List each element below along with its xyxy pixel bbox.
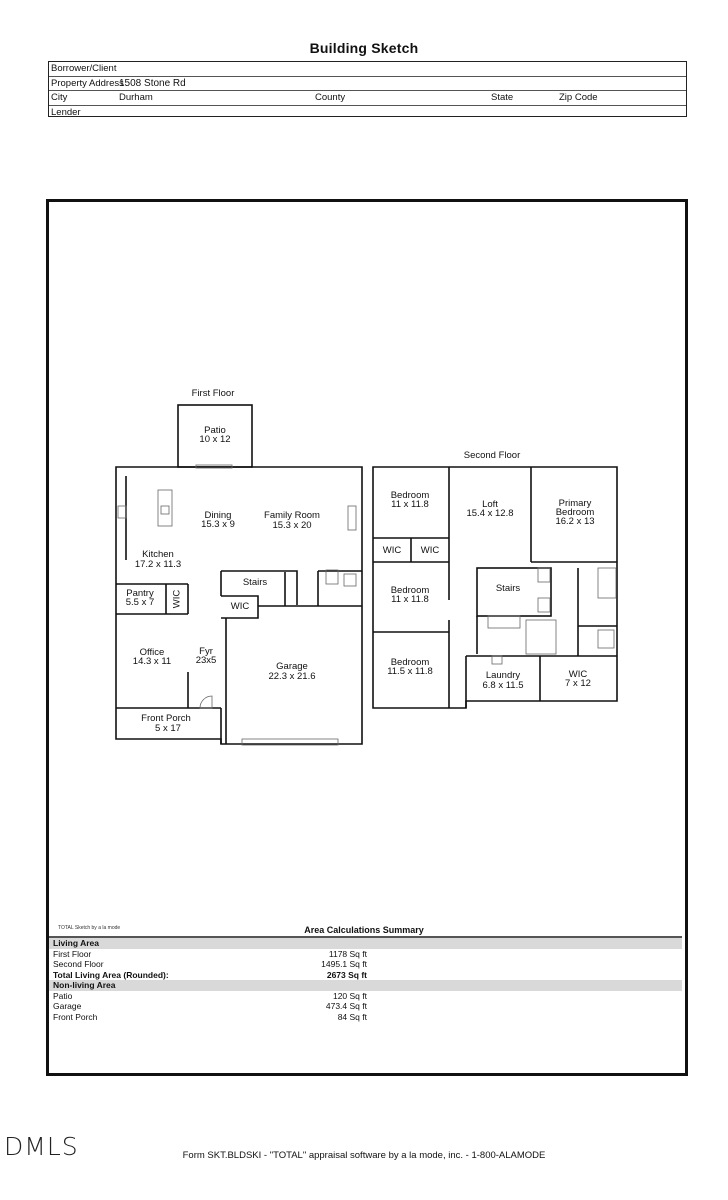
garage-name: Garage — [276, 661, 308, 672]
row-value: 1178 Sq ft — [328, 948, 367, 959]
form-footer: Form SKT.BLDSKI - "TOTAL" appraisal soft… — [182, 1150, 546, 1161]
family-room-dims: 15.3 x 20 — [272, 520, 311, 531]
bedroom-3-name: Bedroom — [391, 657, 430, 668]
row-label: Front Porch — [53, 1011, 98, 1022]
table-row-total: Total Living Area (Rounded): 2673 Sq ft — [49, 970, 682, 981]
city-value: Durham — [119, 92, 153, 103]
stairs-2-name: Stairs — [496, 583, 521, 594]
row-value: 120 Sq ft — [332, 990, 367, 1001]
front-porch-dims: 5 x 17 — [155, 723, 181, 734]
dining-dims: 15.3 x 9 — [201, 519, 235, 530]
bedroom-1-name: Bedroom — [391, 490, 430, 501]
second-floor-title: Second Floor — [464, 450, 521, 461]
table-row: Garage 473.4 Sq ft — [49, 1001, 682, 1012]
first-floor-walls — [115, 404, 363, 745]
borrower-row: Borrower/Client — [49, 62, 686, 77]
property-header: Borrower/Client Property Address 1508 St… — [48, 61, 687, 120]
row-label: First Floor — [53, 948, 92, 959]
front-porch-name: Front Porch — [141, 713, 191, 724]
patio-name: Patio — [204, 425, 226, 436]
address-value: 1508 Stone Rd — [119, 77, 186, 89]
loft-dims: 15.4 x 12.8 — [466, 508, 513, 519]
table-row: Front Porch 84 Sq ft — [49, 1012, 682, 1023]
pantry-dims: 5.5 x 7 — [126, 597, 155, 608]
sketch-frame — [46, 199, 688, 1076]
area-summary-table: Living Area First Floor 1178 Sq ft Secon… — [49, 936, 682, 1022]
zip-label: Zip Code — [559, 92, 598, 103]
bedroom-1-dims: 11 x 11.8 — [391, 499, 429, 510]
row-value: 473.4 Sq ft — [325, 1001, 367, 1011]
non-living-area-heading: Non-living Area — [49, 980, 682, 991]
table-row: First Floor 1178 Sq ft — [49, 949, 682, 960]
address-row: Property Address 1508 Stone Rd — [49, 77, 686, 91]
kitchen-name: Kitchen — [142, 549, 174, 560]
dmls-logo: DMLS — [4, 1132, 79, 1161]
wic-closet-label-1: WIC — [172, 590, 183, 609]
primary-bedroom-name-2: Bedroom — [556, 507, 595, 518]
foyer-dims: 23x5 — [196, 655, 217, 666]
row-label: Patio — [53, 990, 73, 1001]
lender-row: Lender — [49, 106, 686, 120]
first-floor-fixtures — [117, 464, 357, 746]
wic-closet-label-4: WIC — [421, 545, 440, 556]
first-floor-labels: First Floor Patio 10 x 12 Dining 15.3 x … — [126, 388, 320, 734]
lender-label: Lender — [51, 106, 81, 118]
row-label: Total Living Area (Rounded): — [53, 969, 169, 980]
wic-closet-label-2: WIC — [231, 601, 250, 612]
laundry-name: Laundry — [486, 670, 521, 681]
kitchen-dims: 17.2 x 11.3 — [135, 559, 181, 570]
patio-dims: 10 x 12 — [199, 434, 230, 445]
second-floor-labels: Second Floor Bedroom 11 x 11.8 Loft 15.4… — [383, 450, 595, 691]
borrower-label: Borrower/Client — [51, 63, 117, 74]
first-floor-title: First Floor — [192, 388, 235, 399]
living-area-heading: Living Area — [49, 936, 682, 949]
city-label: City — [51, 92, 68, 103]
wic-closet-label-3: WIC — [383, 545, 402, 556]
bedroom-3-dims: 11.5 x 11.8 — [387, 666, 433, 677]
garage-dims: 22.3 x 21.6 — [268, 671, 315, 682]
dining-name: Dining — [205, 510, 232, 521]
wic-dims: 7 x 12 — [565, 678, 591, 689]
table-row: Patio 120 Sq ft — [49, 991, 682, 1002]
sketch-tag: TOTAL Sketch by a la mode — [58, 925, 121, 931]
address-label: Property Address — [51, 77, 124, 89]
primary-bedroom-name-1: Primary — [559, 498, 592, 509]
loft-name: Loft — [482, 499, 498, 510]
office-name: Office — [140, 647, 165, 658]
pantry-name: Pantry — [126, 588, 154, 599]
city-row: City Durham County State Zip Code — [49, 91, 686, 106]
county-label: County — [315, 92, 346, 103]
row-value: 2673 Sq ft — [326, 969, 367, 980]
bedroom-2-dims: 11 x 11.8 — [391, 594, 429, 605]
primary-bedroom-dims: 16.2 x 13 — [555, 516, 594, 527]
bedroom-2-name: Bedroom — [391, 585, 430, 596]
second-floor-fixtures — [487, 567, 617, 665]
table-row: Second Floor 1495.1 Sq ft — [49, 959, 682, 970]
row-value: 1495.1 Sq ft — [321, 959, 367, 969]
family-room-name: Family Room — [264, 510, 320, 521]
foyer-name: Fyr — [199, 646, 213, 657]
laundry-dims: 6.8 x 11.5 — [482, 680, 523, 691]
office-dims: 14.3 x 11 — [133, 656, 171, 667]
row-value: 84 Sq ft — [337, 1011, 367, 1022]
summary-title: Area Calculations Summary — [304, 925, 424, 935]
state-label: State — [491, 92, 514, 103]
stairs-name: Stairs — [243, 577, 268, 588]
wic-name: WIC — [569, 669, 588, 680]
row-label: Garage — [53, 1001, 82, 1011]
row-label: Second Floor — [53, 959, 104, 969]
page-title: Building Sketch — [309, 40, 419, 56]
